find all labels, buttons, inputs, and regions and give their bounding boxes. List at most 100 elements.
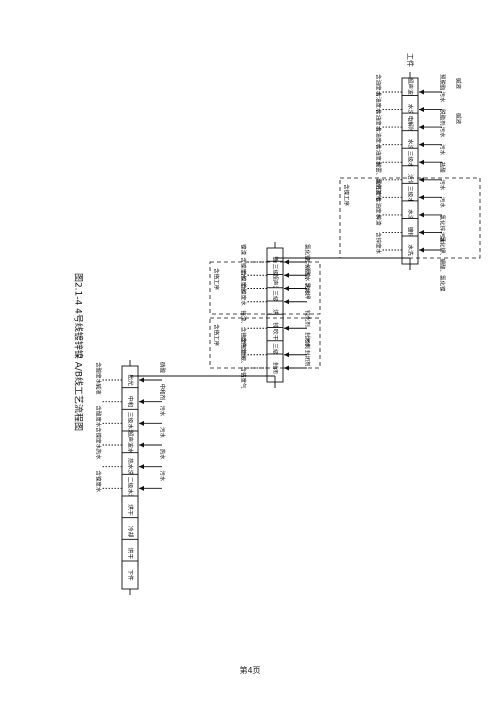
step-output-label: 含镍废水 [95,470,103,493]
step-input-arrow [284,259,289,265]
step-side-label: 碱液 [455,113,463,125]
feed-label: 工件 [406,53,415,67]
step-input-label: 热水 [159,449,167,461]
step-input-label: 污水 [439,92,447,104]
process-step-label: 水洗 [407,139,415,151]
step-output-label: 含镍废水 [240,271,248,294]
step-input-label: 钝化剂、封闭剂 [304,310,312,349]
step-input-arrow [419,107,424,113]
step-output-label: 含镍废水 [95,427,103,450]
step-input-label: 硝酸 [159,362,167,374]
process-step-label: 水洗 [407,244,415,256]
step-input-arrow [284,272,289,278]
process-step-label: 热水洗 [127,458,135,476]
dashed-group-note: 含铬工序 [213,268,221,291]
step-output-label: 废液、含铬废气 [240,350,248,389]
step-output-label: 含镍废水 [240,257,248,280]
step-output-label: 含油废水 [375,144,383,167]
step-output-label: 镍渣 [240,244,248,256]
step-output-label: 锌渣 [375,214,383,226]
process-step-label: 烘干 [127,504,135,516]
step-input-label: 污水 [304,337,312,349]
process-step-label: 冷却 [127,526,135,538]
step-input-label: 中和剂 [159,384,167,401]
step-input-arrow [419,142,424,148]
step-input-arrow [419,247,424,253]
process-step-label: 三级水洗 [407,186,415,209]
process-step-label: 下件 [127,569,135,581]
step-output-label: 含镍废水 [240,284,248,307]
step-output-label: 含油废水 [375,127,383,150]
step-input-arrow [139,442,144,448]
step-output-label: 碱液 [95,384,103,396]
step-output-label: 含酸废水 [95,405,103,428]
step-input-label: 污水 [439,144,447,156]
dashed-group-box [209,317,321,369]
step-input-label: 污水 [159,427,167,439]
step-output-label: 热水 [95,449,103,461]
step-input-arrow [284,299,289,305]
step-input-arrow [419,177,424,183]
step-input-arrow [419,89,424,95]
process-step-label: 水洗 [407,104,415,116]
step-input-arrow [139,464,144,470]
step-output-label: 含油废水 [375,74,383,97]
step-output-label: 含锌废水 [375,232,383,255]
process-step-label: 三级水洗 [407,151,415,174]
step-output-label: 含油废水 [375,109,383,132]
step-input-label: 污水 [439,197,447,209]
page-footer: 第4页 [239,666,261,675]
step-input-arrow [139,377,144,383]
step-input-label: 污水 [159,470,167,482]
step-input-label: 盐酸 [439,162,447,174]
step-input-arrow [419,194,424,200]
step-input-label: 脱脂剂 [439,109,447,126]
step-input-arrow [139,485,144,491]
process-step-label: 水洗 [407,209,415,221]
step-output-label: 含油废水 [375,92,383,115]
step-input-arrow [419,159,424,165]
step-input-label: 污水 [304,257,312,269]
step-input-arrow [284,365,289,371]
step-output-label: 铬渣、含铬废气 [240,310,248,349]
process-step-label: 出光 [127,374,135,386]
step-input-arrow [139,399,144,405]
step-output-label: 含油废水 [375,197,383,220]
dashed-group-note: 含铬工序 [213,324,221,347]
step-input-label: 污水 [304,271,312,283]
process-step-label: 超声波水洗 [127,431,135,460]
dashed-group-box [339,177,481,259]
step-input-arrow [284,286,289,291]
process-step-label: 烘干 [127,548,135,560]
step-input-label: 氯化镍、硼酸、氯化钾 [304,244,312,300]
process-step-label: 三级水洗 [127,412,135,435]
step-output-label: 含酸废水 [95,362,103,385]
step-input-label: 封闭剂 [304,350,312,367]
step-input-arrow [419,212,424,218]
step-input-arrow [419,229,424,235]
page-title: 图2.1-4 4号线镀锌镍 A/B线工艺流程图 [73,273,85,431]
step-side-label: 碱液 [455,78,463,90]
process-step-label: 超声波除油 [407,78,415,107]
dashed-group-note: 含镍工序 [343,184,351,207]
process-step-box [121,560,139,590]
process-step-label: 镀锌 [407,227,415,239]
dashed-group-box [209,261,321,315]
step-input-label: 污水 [159,405,167,417]
step-input-label: 氯化锌、氯化钾、硼酸、氯化镍 [439,214,447,292]
step-input-arrow [284,352,289,358]
process-step-label: 二级水洗 [127,477,135,500]
step-input-label: 污水 [304,284,312,296]
step-input-label: 污水 [439,232,447,244]
step-input-arrow [139,420,144,426]
step-input-label: 污水 [439,179,447,191]
step-input-label: 预脱脂 [439,74,447,91]
step-output-label: 酸性废水 [375,179,383,202]
process-step-label: 活化 [407,174,415,186]
step-input-arrow [419,124,424,130]
process-step-label: 中和 [127,396,135,408]
step-input-label: 污水 [439,127,447,139]
step-output-label: 含铬废水 [240,337,248,360]
